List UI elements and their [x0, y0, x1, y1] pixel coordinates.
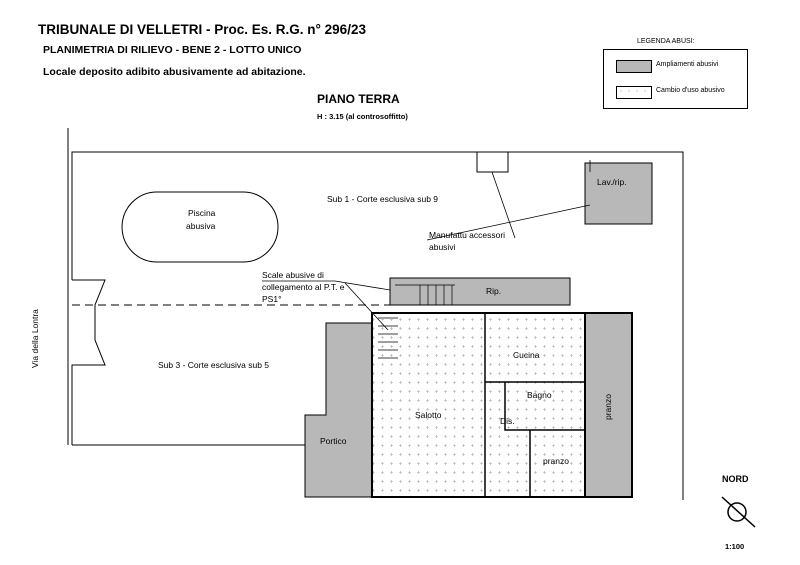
courtyard-boundary: [67, 128, 684, 500]
legend-swatch-cambio-uso: [616, 86, 652, 99]
street-label: Via della Lontra: [30, 309, 40, 368]
scale-label: 1:100: [725, 542, 745, 551]
floor-height: H : 3.15 (al controsoffitto): [317, 112, 408, 121]
legend-label: Cambio d'uso abusivo: [656, 87, 725, 94]
cucina-label: Cucina: [513, 350, 540, 360]
bagno-label: Bagno: [527, 390, 552, 400]
stairs-label: PS1°: [262, 294, 282, 304]
lav-label: Lav./rip.: [597, 177, 627, 187]
pool-label: Piscina: [188, 208, 216, 218]
legend-swatch-ampliamenti: [616, 60, 652, 73]
sub3-label: Sub 3 - Corte esclusiva sub 5: [158, 360, 270, 370]
rip-label: Rip.: [486, 286, 502, 296]
sub1-label: Sub 1 - Corte esclusiva sub 9: [327, 194, 439, 204]
pranzo-side-label: pranzo: [603, 394, 613, 420]
compass: [721, 496, 756, 528]
lav-rip-block: [584, 162, 653, 225]
portico-block: [304, 322, 373, 498]
document-title: TRIBUNALE DI VELLETRI - Proc. Es. R.G. n…: [38, 22, 366, 37]
stairs-label: collegamento al P.T. e: [262, 282, 345, 292]
manufatti-label: abusivi: [429, 242, 456, 252]
building-walls: [371, 312, 586, 498]
pool-label: abusiva: [186, 221, 216, 231]
document-subtitle: PLANIMETRIA DI RILIEVO - BENE 2 - LOTTO …: [43, 44, 302, 56]
manufatti-label: Manufattu accessori: [429, 230, 506, 240]
interior-walls: [484, 313, 585, 497]
portico-label: Portico: [320, 436, 347, 446]
pranzo-extension: [584, 312, 633, 498]
legend-title: LEGENDA ABUSI:: [637, 38, 695, 45]
pranzo-label: pranzo: [543, 456, 569, 466]
document-description: Locale deposito adibito abusivamente ad …: [43, 66, 306, 78]
legend: Ampliamenti abusivi Cambio d'uso abusivo: [603, 49, 748, 109]
pool: [121, 191, 279, 263]
floor-title: PIANO TERRA: [317, 92, 400, 106]
salotto-label: Salotto: [415, 410, 442, 420]
leader-lines: [262, 160, 591, 331]
dis-label: Dis.: [500, 416, 515, 426]
rip-block: [389, 277, 571, 306]
stairs-label: Scale abusive di: [262, 270, 324, 280]
accessory-box: [476, 151, 509, 173]
compass-icon: [727, 502, 747, 522]
legend-label: Ampliamenti abusivi: [656, 61, 719, 68]
north-label: NORD: [722, 474, 749, 484]
